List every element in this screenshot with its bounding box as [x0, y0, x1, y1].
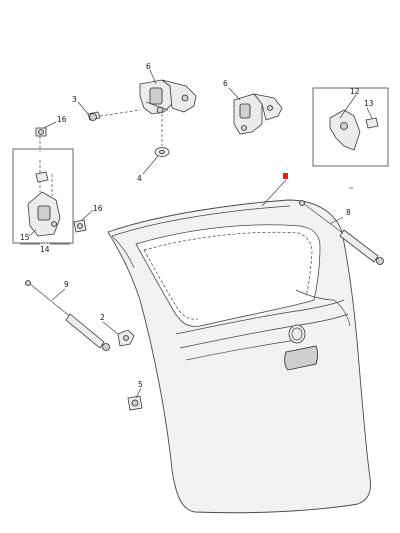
- callout-15: 15: [20, 233, 30, 242]
- badge-emblem: [288, 324, 306, 344]
- bump-stop-2: [117, 329, 135, 347]
- callout-5: 5: [138, 380, 143, 389]
- callout-6-left: 6: [146, 62, 151, 71]
- callout-16-lower: 16: [93, 204, 103, 213]
- tailgate-lower-trim: [175, 299, 349, 361]
- callout-12: 12: [350, 87, 360, 96]
- bolt-16-upper: [35, 127, 47, 137]
- callout-8: 8: [346, 208, 351, 217]
- callout-6-right: 6: [223, 79, 228, 88]
- callout-14: 14: [40, 245, 50, 254]
- bolt-16-lower: [73, 219, 87, 233]
- striker-13: [329, 109, 379, 151]
- callout-13: 13: [364, 99, 374, 108]
- callout-2: 2: [100, 313, 105, 322]
- part-1-marker: [283, 173, 288, 179]
- callout-3: 3: [72, 95, 77, 104]
- clip-15a: [35, 171, 49, 183]
- callout-16-upper: 16: [57, 115, 67, 124]
- inset-box-14: [12, 148, 74, 244]
- washer-4: [154, 147, 170, 157]
- callout-4: 4: [137, 174, 142, 183]
- bolt-3: [87, 111, 101, 121]
- callout-9: 9: [64, 280, 69, 289]
- gas-strut-left: [25, 280, 110, 351]
- panel-edge-contour: [295, 289, 351, 327]
- inset-box-12: [312, 87, 389, 167]
- callout-labels: 6 6 3 4 12 13 16 16 15 14 8 9 2 5: [20, 62, 374, 389]
- hinge-right: [233, 93, 283, 135]
- hinge-left: [139, 79, 197, 115]
- number-plate-recess: [284, 345, 318, 371]
- fastener-5: [127, 395, 143, 411]
- gas-strut-right: [299, 200, 384, 265]
- leader-lines: [20, 69, 373, 399]
- latch-15: [27, 191, 61, 237]
- rear-window-glass: [135, 224, 321, 327]
